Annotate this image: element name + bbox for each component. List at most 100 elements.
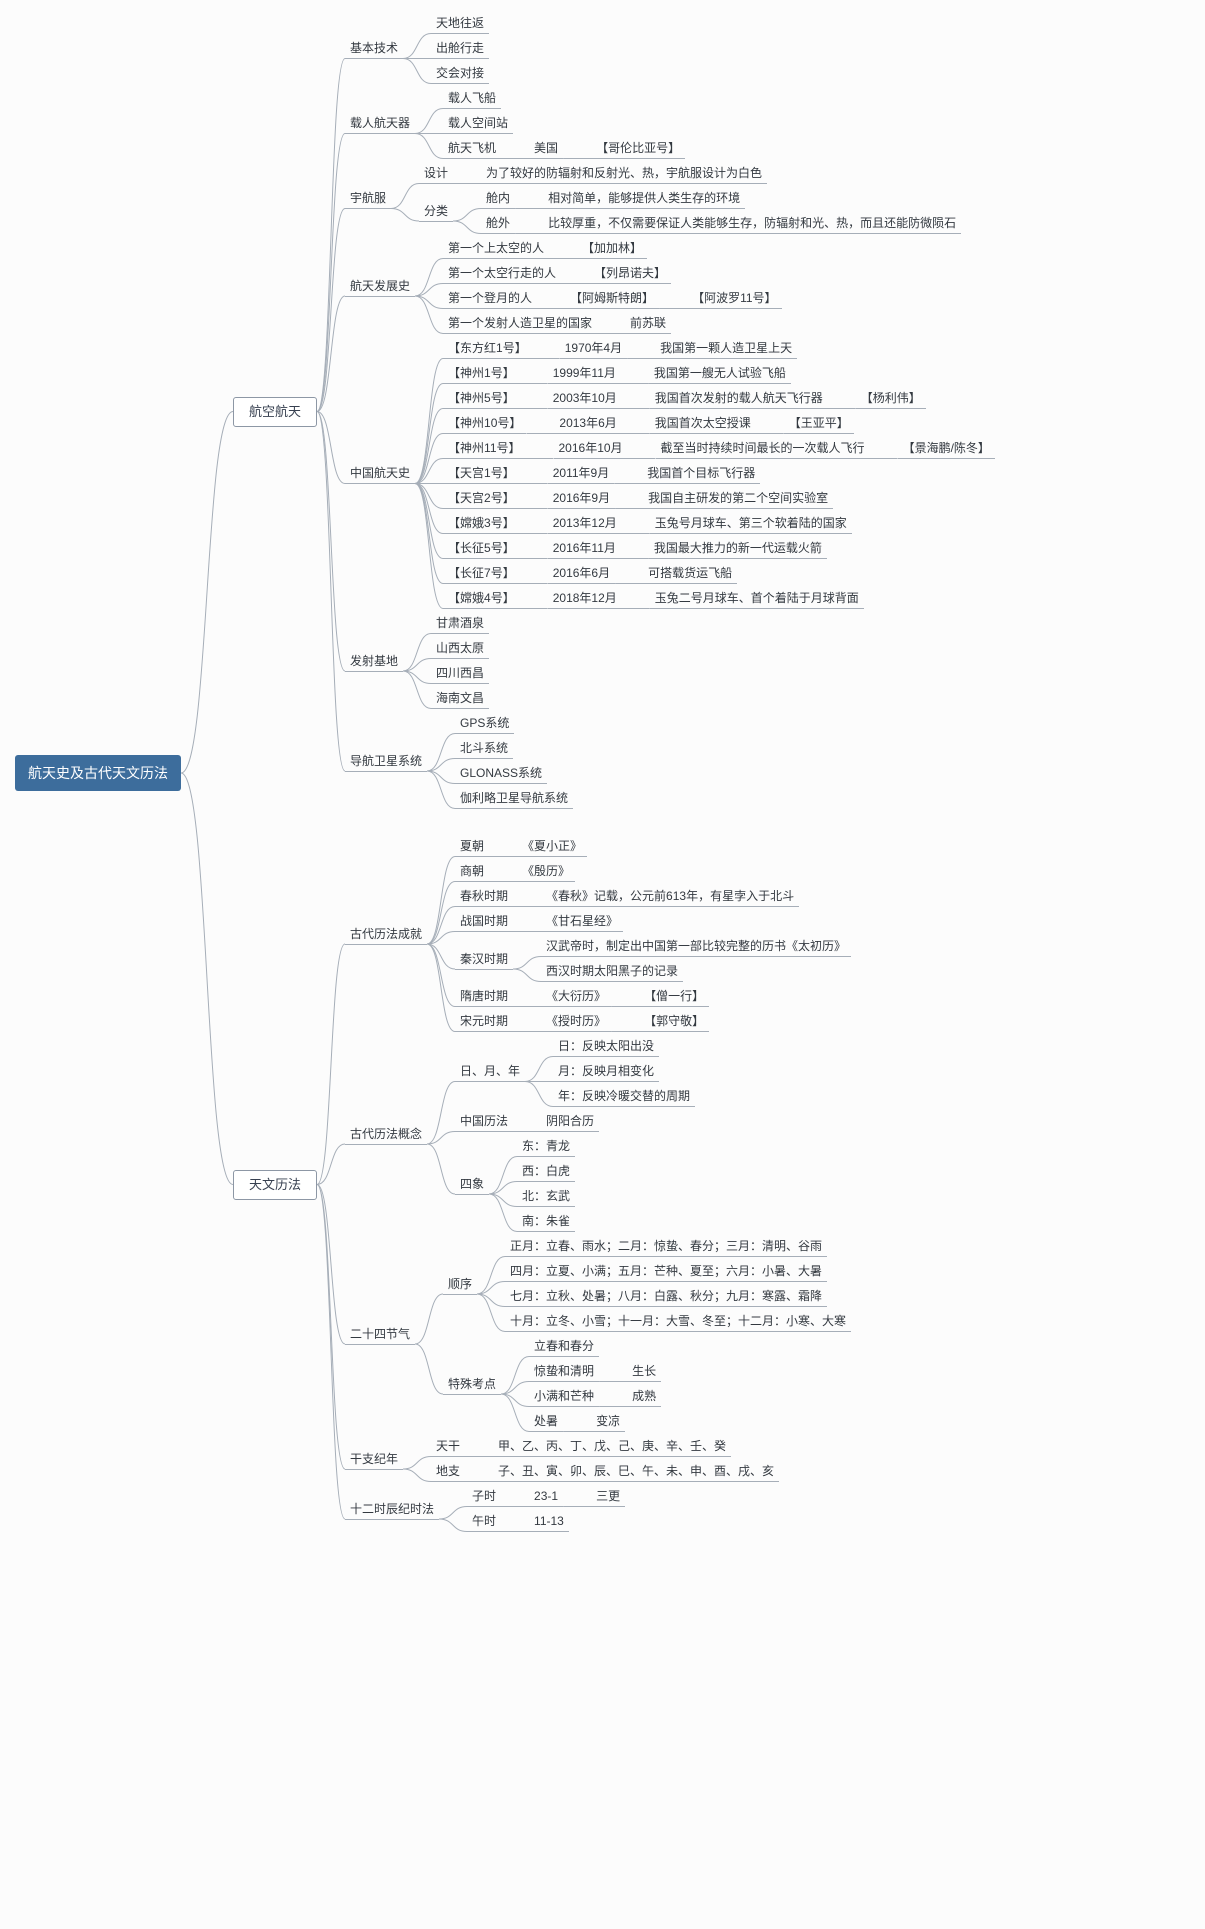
topic-node[interactable]: 四象 xyxy=(455,1175,490,1195)
topic-node[interactable]: 午时 xyxy=(467,1512,502,1532)
topic-node[interactable]: 美国 xyxy=(529,139,564,159)
topic-node[interactable]: 变凉 xyxy=(591,1412,626,1432)
topic-node[interactable]: 【王亚平】 xyxy=(783,414,854,434)
topic-node[interactable]: 我国首个目标飞行器 xyxy=(642,464,761,484)
topic-node[interactable]: 2018年12月 xyxy=(547,589,622,609)
topic-node[interactable]: 天干 xyxy=(431,1437,466,1457)
topic-node[interactable]: 发射基地 xyxy=(345,652,404,672)
topic-node[interactable]: 【加加林】 xyxy=(577,239,648,259)
topic-node[interactable]: 【哥伦比亚号】 xyxy=(591,139,686,159)
topic-node[interactable]: 地支 xyxy=(431,1462,466,1482)
topic-node[interactable]: 玉兔二号月球车、首个着陆于月球背面 xyxy=(649,589,864,609)
topic-node[interactable]: 隋唐时期 xyxy=(455,987,514,1007)
topic-node[interactable]: 【天宫1号】 xyxy=(443,464,520,484)
topic-node[interactable]: 可搭载货运飞船 xyxy=(643,564,738,584)
topic-node[interactable]: 四月：立夏、小满；五月：芒种、夏至；六月：小暑、大暑 xyxy=(505,1262,828,1282)
topic-node[interactable]: 西：白虎 xyxy=(517,1162,576,1182)
root-node[interactable]: 航天史及古代天文历法 xyxy=(15,755,181,791)
topic-node[interactable]: 十月：立冬、小雪；十一月：大雪、冬至；十二月：小寒、大寒 xyxy=(505,1312,852,1332)
topic-node[interactable]: 《授时历》 xyxy=(541,1012,612,1032)
topic-node[interactable]: 三更 xyxy=(591,1487,626,1507)
topic-node[interactable]: 设计 xyxy=(419,164,454,184)
topic-node[interactable]: 第一个上太空的人 xyxy=(443,239,550,259)
topic-node[interactable]: 第一个登月的人 xyxy=(443,289,538,309)
topic-node[interactable]: 舱内 xyxy=(481,189,516,209)
topic-node[interactable]: 二十四节气 xyxy=(345,1325,416,1345)
topic-node[interactable]: 中国航天史 xyxy=(345,464,416,484)
topic-node[interactable]: 春秋时期 xyxy=(455,887,514,907)
topic-node[interactable]: 古代历法概念 xyxy=(345,1125,428,1145)
topic-node[interactable]: 导航卫星系统 xyxy=(345,752,428,772)
topic-node[interactable]: 1970年4月 xyxy=(559,339,628,359)
topic-node[interactable]: 【景海鹏/陈冬】 xyxy=(897,439,995,459)
topic-node[interactable]: 前苏联 xyxy=(625,314,672,334)
topic-node[interactable]: 【神州11号】 xyxy=(443,439,526,459)
topic-node[interactable]: 11-13 xyxy=(529,1512,569,1532)
topic-node[interactable]: 四川西昌 xyxy=(431,664,490,684)
topic-node[interactable]: 甘肃酒泉 xyxy=(431,614,490,634)
topic-node[interactable]: 【列昂诺夫】 xyxy=(589,264,672,284)
topic-node[interactable]: 【杨利伟】 xyxy=(855,389,926,409)
topic-node[interactable]: 年：反映冷暖交替的周期 xyxy=(553,1087,696,1107)
topic-node[interactable]: 2011年9月 xyxy=(547,464,615,484)
topic-node[interactable]: 宋元时期 xyxy=(455,1012,514,1032)
topic-node[interactable]: 我国自主研发的第二个空间实验室 xyxy=(643,489,834,509)
topic-node[interactable]: 十二时辰纪时法 xyxy=(345,1500,440,1520)
topic-node[interactable]: 《夏小正》 xyxy=(517,837,588,857)
topic-node[interactable]: 【嫦娥3号】 xyxy=(443,514,520,534)
topic-node[interactable]: 战国时期 xyxy=(455,912,514,932)
topic-node[interactable]: 载人飞船 xyxy=(443,89,502,109)
topic-node[interactable]: 商朝 xyxy=(455,862,490,882)
topic-node[interactable]: 夏朝 xyxy=(455,837,490,857)
topic-node[interactable]: 宇航服 xyxy=(345,189,392,209)
topic-node[interactable]: 《殷历》 xyxy=(517,862,576,882)
topic-node[interactable]: 伽利略卫星导航系统 xyxy=(455,789,574,809)
topic-node[interactable]: 甲、乙、丙、丁、戊、己、庚、辛、壬、癸 xyxy=(493,1437,732,1457)
topic-node[interactable]: 特殊考点 xyxy=(443,1375,502,1395)
topic-node[interactable]: 2016年9月 xyxy=(547,489,616,509)
topic-node[interactable]: 2016年6月 xyxy=(547,564,616,584)
topic-node[interactable]: 2003年10月 xyxy=(547,389,622,409)
topic-node[interactable]: 山西太原 xyxy=(431,639,490,659)
topic-node[interactable]: 《甘石星经》 xyxy=(541,912,624,932)
topic-node[interactable]: 我国第一艘无人试验飞船 xyxy=(648,364,791,384)
topic-node[interactable]: 西汉时期太阳黑子的记录 xyxy=(541,962,684,982)
topic-node[interactable]: 古代历法成就 xyxy=(345,925,428,945)
topic-node[interactable]: 【郭守敬】 xyxy=(639,1012,710,1032)
topic-node[interactable]: 航天飞机 xyxy=(443,139,502,159)
topic-node[interactable]: 惊蛰和清明 xyxy=(529,1362,600,1382)
topic-node[interactable]: 【神州10号】 xyxy=(443,414,527,434)
topic-node[interactable]: 出舱行走 xyxy=(431,39,490,59)
topic-node[interactable]: 【嫦娥4号】 xyxy=(443,589,520,609)
topic-node[interactable]: 干支纪年 xyxy=(345,1450,404,1470)
topic-node[interactable]: 【阿姆斯特朗】 xyxy=(565,289,660,309)
topic-node[interactable]: 处暑 xyxy=(529,1412,564,1432)
topic-node[interactable]: 1999年11月 xyxy=(547,364,621,384)
topic-node[interactable]: 阴阳合历 xyxy=(541,1112,600,1132)
topic-node[interactable]: 成熟 xyxy=(627,1387,662,1407)
topic-node[interactable]: 比较厚重，不仅需要保证人类能够生存，防辐射和光、热，而且还能防微陨石 xyxy=(543,214,962,234)
topic-node[interactable]: 海南文昌 xyxy=(431,689,490,709)
topic-node[interactable]: 交会对接 xyxy=(431,64,490,84)
topic-node[interactable]: 北斗系统 xyxy=(455,739,514,759)
topic-node[interactable]: 生长 xyxy=(627,1362,662,1382)
topic-node[interactable]: 我国首次太空授课 xyxy=(649,414,756,434)
topic-node[interactable]: 《大衍历》 xyxy=(541,987,612,1007)
topic-node[interactable]: 舱外 xyxy=(481,214,516,234)
topic-node[interactable]: 《春秋》记载，公元前613年，有星孛入于北斗 xyxy=(541,887,800,907)
topic-node[interactable]: 小满和芒种 xyxy=(529,1387,600,1407)
topic-node[interactable]: 载人航天器 xyxy=(345,114,416,134)
topic-node[interactable]: 2013年6月 xyxy=(554,414,622,434)
topic-node[interactable]: 【长征5号】 xyxy=(443,539,520,559)
topic-node[interactable]: 顺序 xyxy=(443,1275,478,1295)
topic-node[interactable]: 我国第一颗人造卫星上天 xyxy=(655,339,798,359)
topic-node[interactable]: 我国最大推力的新一代运载火箭 xyxy=(648,539,827,559)
topic-node[interactable]: 航天发展史 xyxy=(345,277,416,297)
topic-node[interactable]: 2016年10月 xyxy=(553,439,628,459)
topic-node[interactable]: 为了较好的防辐射和反射光、热，宇航服设计为白色 xyxy=(481,164,768,184)
topic-node[interactable]: 2016年11月 xyxy=(547,539,621,559)
topic-node[interactable]: 七月：立秋、处暑；八月：白露、秋分；九月：寒露、霜降 xyxy=(505,1287,828,1307)
topic-node[interactable]: 【天宫2号】 xyxy=(443,489,520,509)
branch-node[interactable]: 航空航天 xyxy=(233,396,318,427)
topic-node[interactable]: 东：青龙 xyxy=(517,1137,576,1157)
